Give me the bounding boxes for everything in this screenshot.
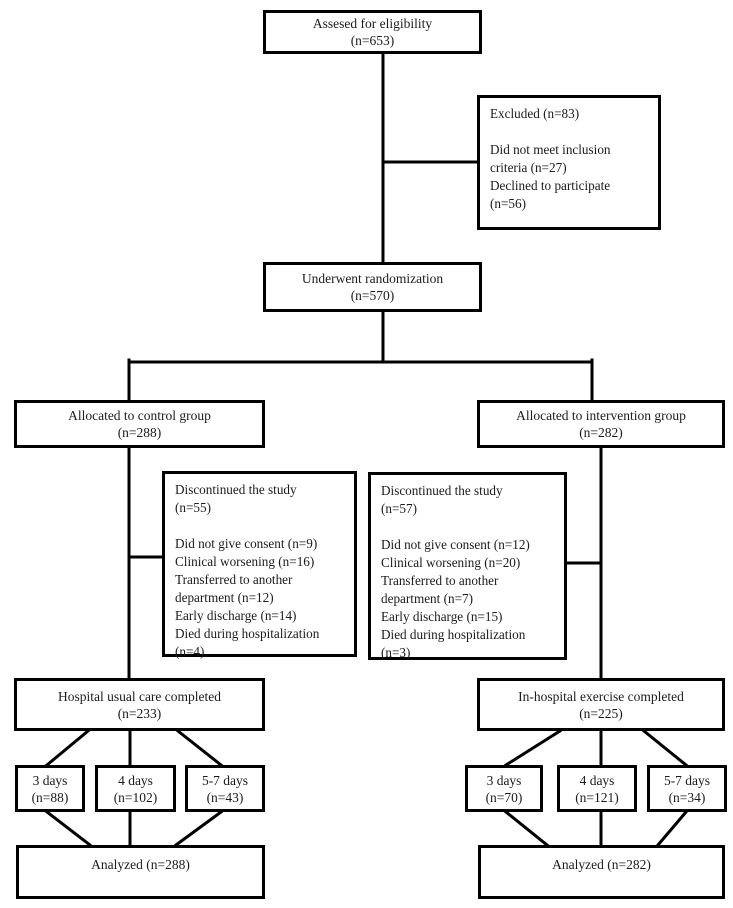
- text-line: Early discharge (n=14): [175, 608, 297, 623]
- box-label: 4 days: [579, 772, 615, 788]
- box-label: 5-7 days: [663, 772, 711, 788]
- connector-control-merge-left: [44, 809, 93, 848]
- text-line: Did not give consent (n=12): [381, 537, 530, 552]
- box-intervention-3-days: 3 days (n=70): [465, 765, 543, 812]
- box-analyzed-intervention: Analyzed (n=282): [478, 845, 725, 899]
- connector-control-fan-right: [175, 728, 224, 768]
- text-line: Discontinued the study: [381, 483, 503, 498]
- box-label: Underwent randomization: [301, 271, 444, 286]
- text-line: Clinical worsening (n=16): [175, 554, 315, 569]
- text-line: (n=56): [490, 196, 527, 211]
- box-count: (n=570): [350, 288, 395, 303]
- connector-intervention-fan-left: [503, 728, 563, 768]
- text-line: Did not give consent (n=9): [175, 536, 318, 551]
- connector-control-fan-left: [44, 728, 91, 768]
- text-line: Transferred to another: [175, 572, 293, 587]
- text-line: Declined to participate: [490, 178, 611, 193]
- box-label: 4 days: [118, 772, 153, 788]
- box-count: (n=288): [117, 425, 162, 440]
- box-analyzed-control: Analyzed (n=288): [16, 845, 265, 899]
- text-line: Discontinued the study: [175, 482, 297, 497]
- box-usual-care-completed: Hospital usual care completed (n=233): [14, 678, 265, 731]
- box-exercise-completed: In-hospital exercise completed (n=225): [477, 678, 725, 731]
- box-count: (n=34): [668, 789, 706, 805]
- text-line: department (n=7): [381, 591, 474, 606]
- box-control-4-days: 4 days (n=102): [95, 765, 176, 812]
- box-label: Assesed for eligibility: [312, 16, 433, 31]
- box-discontinued-intervention: Discontinued the study (n=57) Did not give…: [368, 472, 567, 660]
- box-assessed-for-eligibility: Assesed for eligibility (n=653): [263, 10, 482, 54]
- text-line: [381, 518, 556, 536]
- text-line: (n=55): [175, 500, 212, 515]
- box-count: (n=102): [113, 789, 158, 805]
- text-line: [175, 517, 346, 535]
- box-count: (n=70): [485, 789, 523, 805]
- box-label: 3 days: [486, 772, 522, 788]
- box-discontinued-control: Discontinued the study (n=55) Did not give…: [162, 471, 357, 659]
- box-count: (n=121): [575, 789, 619, 805]
- connector-intervention-merge-left: [503, 809, 550, 848]
- connector-intervention-fan-right: [641, 728, 689, 768]
- box-label: 3 days: [32, 772, 68, 788]
- text-line: Died during hospitalization: [381, 627, 526, 642]
- box-allocated-control-group: Allocated to control group (n=288): [14, 400, 265, 448]
- text-line: Did not meet inclusion: [490, 142, 611, 157]
- box-label: Hospital usual care completed: [57, 688, 222, 704]
- text-line: [490, 123, 650, 141]
- box-allocated-intervention-group: Allocated to intervention group (n=282): [477, 400, 725, 448]
- text-line: Early discharge (n=15): [381, 609, 503, 624]
- box-excluded: Excluded (n=83) Did not meet inclusion cri…: [477, 95, 661, 230]
- box-intervention-5-7-days: 5-7 days (n=34): [647, 765, 727, 812]
- text-line: Transferred to another: [381, 573, 499, 588]
- box-count: (n=233): [117, 705, 162, 721]
- box-count: (n=282): [579, 425, 623, 440]
- box-control-3-days: 3 days (n=88): [15, 765, 85, 812]
- box-label: Allocated to intervention group: [516, 408, 686, 423]
- text-line: (n=3): [381, 645, 411, 660]
- box-intervention-4-days: 4 days (n=121): [557, 765, 637, 812]
- text-line: department (n=12): [175, 590, 274, 605]
- box-count: (n=225): [579, 705, 623, 721]
- box-control-5-7-days: 5-7 days (n=43): [185, 765, 265, 812]
- text-line: Excluded (n=83): [490, 106, 580, 121]
- connector-control-merge-right: [173, 809, 224, 848]
- text-line: Died during hospitalization: [175, 626, 320, 641]
- box-label: 5-7 days: [201, 772, 249, 788]
- box-count: (n=43): [206, 789, 244, 805]
- box-label: Analyzed (n=282): [552, 856, 651, 872]
- box-label: Allocated to control group: [68, 408, 211, 423]
- box-label: In-hospital exercise completed: [518, 688, 684, 704]
- text-line: (n=57): [381, 501, 418, 516]
- box-count: (n=653): [350, 33, 395, 48]
- text-line: (n=4): [175, 644, 205, 659]
- connector-intervention-merge-right: [655, 809, 689, 848]
- text-line: criteria (n=27): [490, 160, 567, 175]
- box-count: (n=88): [31, 789, 69, 805]
- box-label: Analyzed (n=288): [91, 856, 190, 872]
- text-line: Clinical worsening (n=20): [381, 555, 521, 570]
- box-underwent-randomization: Underwent randomization (n=570): [263, 262, 482, 312]
